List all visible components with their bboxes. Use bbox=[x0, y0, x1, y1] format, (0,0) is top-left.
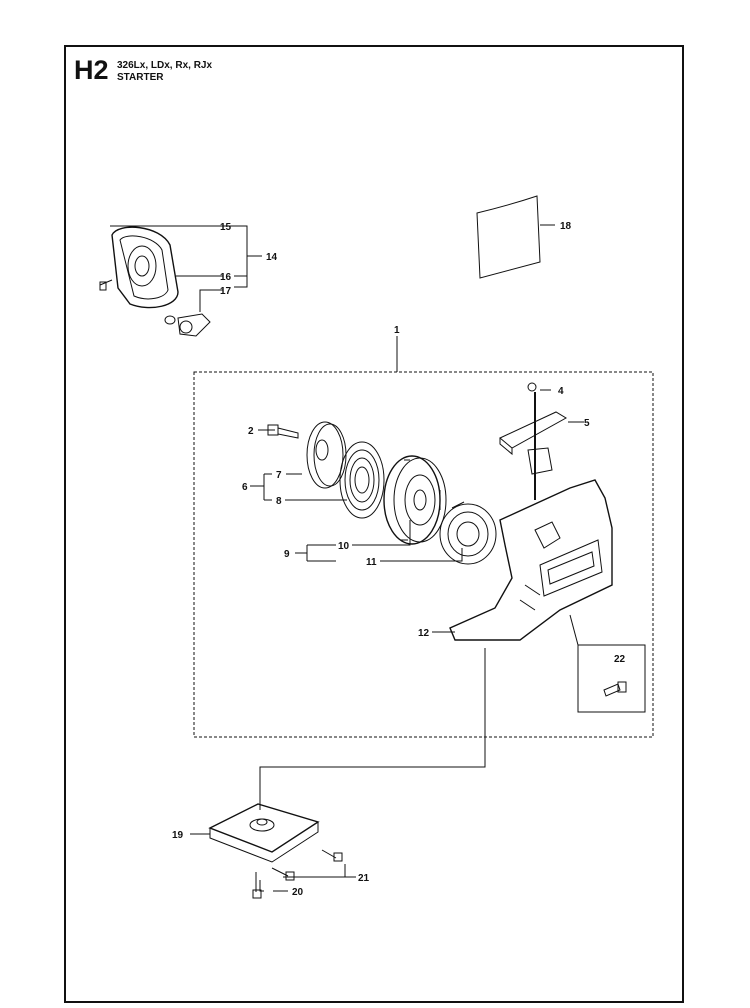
decal-part-18 bbox=[476, 195, 541, 279]
spring-part-8 bbox=[339, 441, 385, 519]
inset-box-22 bbox=[577, 644, 646, 713]
callout-18: 18 bbox=[560, 221, 572, 232]
callout-9: 9 bbox=[284, 549, 290, 560]
callout-7: 7 bbox=[276, 470, 282, 481]
model-list: 326Lx, LDx, Rx, RJx bbox=[117, 60, 213, 71]
screw-part-2 bbox=[267, 424, 299, 439]
leader-11 bbox=[380, 548, 463, 562]
leader-21 bbox=[283, 864, 356, 878]
callout-22: 22 bbox=[614, 654, 626, 665]
mounting-plate-part-19 bbox=[208, 803, 320, 863]
spring-cassette-part-11 bbox=[439, 501, 497, 565]
leader-19-link bbox=[259, 648, 486, 810]
callout-1: 1 bbox=[394, 325, 400, 336]
leader-17 bbox=[199, 289, 223, 312]
bolts-part-20-21 bbox=[252, 849, 343, 899]
handle-part-5 bbox=[499, 382, 567, 500]
rope-pulley-part-10 bbox=[383, 455, 447, 545]
leader-14-bracket bbox=[234, 225, 262, 288]
bolt-part-22 bbox=[603, 681, 627, 697]
leader-6-bracket bbox=[250, 473, 272, 501]
section-title: STARTER bbox=[117, 72, 164, 83]
assembly-boundary-dashed bbox=[193, 371, 654, 738]
callout-20: 20 bbox=[292, 887, 304, 898]
callout-6: 6 bbox=[242, 482, 248, 493]
callout-4: 4 bbox=[558, 386, 564, 397]
pawl-part-17 bbox=[164, 313, 211, 337]
callout-10: 10 bbox=[338, 541, 350, 552]
callout-17: 17 bbox=[220, 286, 232, 297]
callout-14: 14 bbox=[266, 252, 278, 263]
starter-cover-part-14 bbox=[99, 226, 179, 309]
callout-8: 8 bbox=[276, 496, 282, 507]
callout-15: 15 bbox=[220, 222, 232, 233]
leader-10 bbox=[352, 520, 411, 546]
leader-22-link bbox=[569, 614, 579, 646]
callout-5: 5 bbox=[584, 418, 590, 429]
callout-2: 2 bbox=[248, 426, 254, 437]
page-frame bbox=[64, 45, 684, 1003]
callout-11: 11 bbox=[366, 557, 377, 568]
callout-21: 21 bbox=[358, 873, 370, 884]
leader-20 bbox=[259, 880, 288, 892]
section-code: H2 bbox=[74, 55, 109, 85]
starter-housing-part-12 bbox=[449, 479, 613, 641]
callout-12: 12 bbox=[418, 628, 430, 639]
pulley-plate-part-7 bbox=[306, 421, 347, 489]
callout-19: 19 bbox=[172, 830, 184, 841]
leader-9-bracket bbox=[295, 544, 336, 562]
callout-16: 16 bbox=[220, 272, 232, 283]
